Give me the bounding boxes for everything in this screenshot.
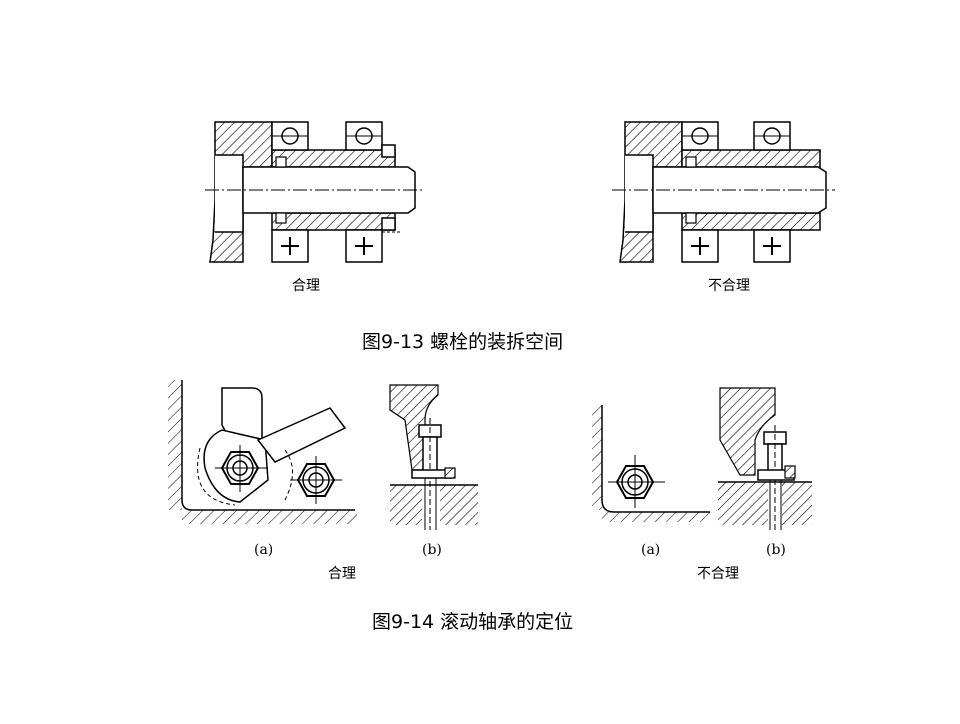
fig914-left-b-diagram [389, 384, 478, 530]
fig914-right-sub-a: (a) [641, 542, 660, 558]
fig914-right-sub-b: (b) [766, 542, 786, 558]
fig913-right-diagram [612, 121, 835, 263]
fig914-left-sub-b: (b) [422, 542, 442, 558]
fig914-right-group-label: 不合理 [697, 566, 739, 582]
fig914-right-b-diagram [718, 387, 812, 530]
fig913-right-label: 不合理 [708, 278, 750, 294]
fig913-left-label: 合理 [292, 278, 320, 294]
fig914-left-a-diagram [168, 380, 357, 524]
fig913-caption: 图9-13 螺栓的装拆空间 [362, 331, 563, 353]
fig914-left-sub-a: (a) [254, 542, 273, 558]
fig914-left-group-label: 合理 [328, 566, 356, 582]
fig913-left-diagram [205, 121, 425, 263]
fig914-right-a-diagram [592, 405, 710, 522]
fig914-caption: 图9-14 滚动轴承的定位 [372, 611, 573, 633]
